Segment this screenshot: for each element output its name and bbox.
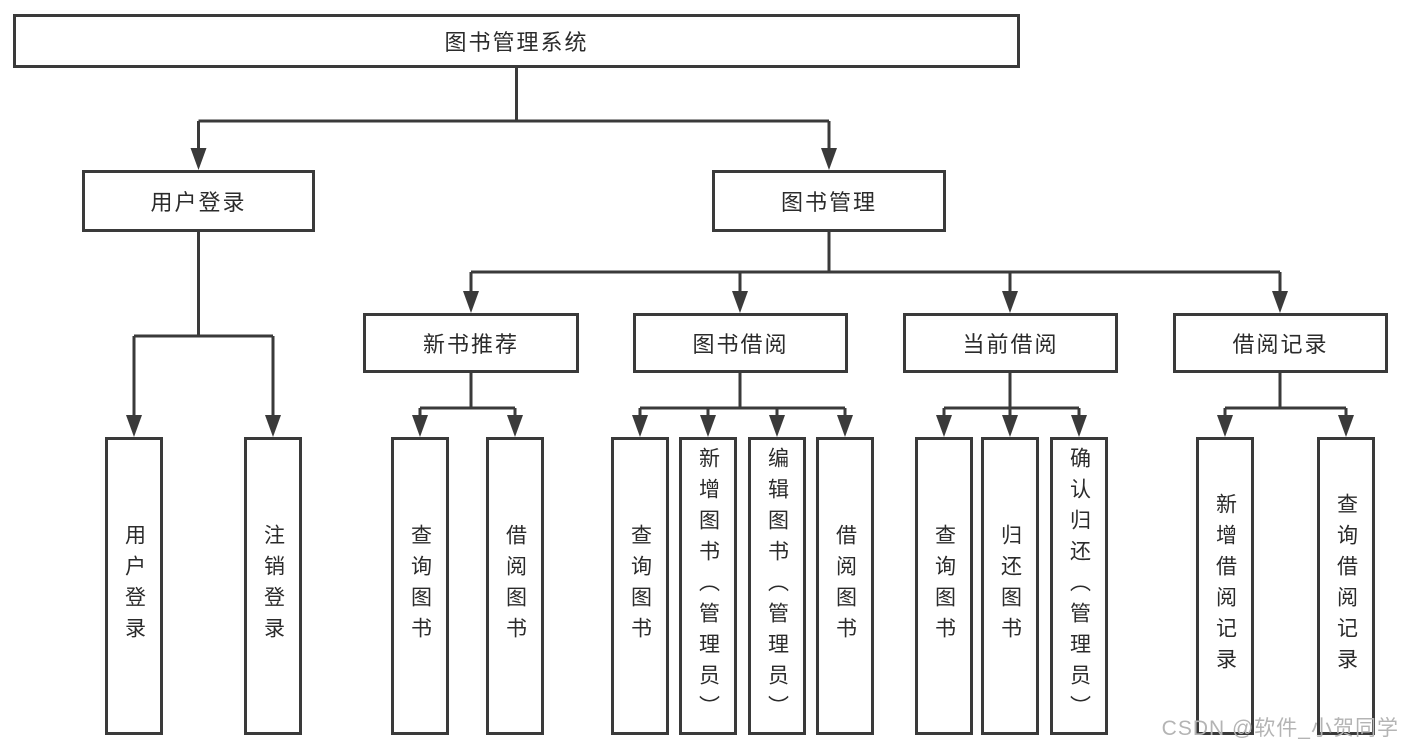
- book-management-box: 图书管理: [712, 170, 946, 232]
- leaf-add-borrow-record-box: 新增借阅记录: [1196, 437, 1254, 735]
- leaf-confirm-return-admin-box: 确认归还（管理员）: [1050, 437, 1108, 735]
- leaf-query-borrow-record-label: 查询借阅记录: [1334, 493, 1358, 679]
- leaf-add-book-admin-label: 新增图书（管理员）: [696, 446, 720, 726]
- leaf-query-book-label: 查询图书: [408, 524, 432, 648]
- leaf-user-login-box: 用户登录: [105, 437, 163, 735]
- leaf-query-book-label: 查询图书: [932, 524, 956, 648]
- leaf-borrow-book-box: 借阅图书: [486, 437, 544, 735]
- leaf-return-book-box: 归还图书: [981, 437, 1039, 735]
- leaf-borrow-book-label: 借阅图书: [833, 524, 857, 648]
- leaf-query-book-box: 查询图书: [915, 437, 973, 735]
- leaf-query-book-box: 查询图书: [391, 437, 449, 735]
- leaf-logout-label: 注销登录: [261, 524, 285, 648]
- leaf-user-login-label: 用户登录: [122, 524, 146, 648]
- leaf-borrow-book-label: 借阅图书: [503, 524, 527, 648]
- new-book-recommend-label: 新书推荐: [422, 332, 519, 357]
- arrowheads: [126, 148, 1354, 437]
- system-root-box: 图书管理系统: [13, 14, 1020, 68]
- leaf-return-book-label: 归还图书: [998, 524, 1022, 648]
- user-login-box: 用户登录: [82, 170, 315, 232]
- leaf-edit-book-admin-label: 编辑图书（管理员）: [765, 446, 789, 726]
- leaf-confirm-return-admin-label: 确认归还（管理员）: [1067, 446, 1091, 726]
- leaf-add-borrow-record-label: 新增借阅记录: [1213, 493, 1237, 679]
- current-borrow-box: 当前借阅: [903, 313, 1118, 373]
- leaf-query-book-box: 查询图书: [611, 437, 669, 735]
- new-book-recommend-box: 新书推荐: [363, 313, 579, 373]
- book-borrow-label: 图书借阅: [692, 332, 789, 357]
- user-login-label: 用户登录: [150, 190, 247, 215]
- watermark: CSDN @软件_小贺同学: [1161, 717, 1399, 740]
- borrow-record-box: 借阅记录: [1173, 313, 1388, 373]
- leaf-edit-book-admin-box: 编辑图书（管理员）: [748, 437, 806, 735]
- leaf-query-book-label: 查询图书: [628, 524, 652, 648]
- leaf-logout-box: 注销登录: [244, 437, 302, 735]
- system-root-label: 图书管理系统: [444, 30, 589, 55]
- borrow-record-label: 借阅记录: [1232, 332, 1329, 357]
- leaf-borrow-book-box: 借阅图书: [816, 437, 874, 735]
- current-borrow-label: 当前借阅: [962, 332, 1059, 357]
- leaf-query-borrow-record-box: 查询借阅记录: [1317, 437, 1375, 735]
- leaf-add-book-admin-box: 新增图书（管理员）: [679, 437, 737, 735]
- book-management-label: 图书管理: [780, 190, 877, 215]
- book-borrow-box: 图书借阅: [633, 313, 848, 373]
